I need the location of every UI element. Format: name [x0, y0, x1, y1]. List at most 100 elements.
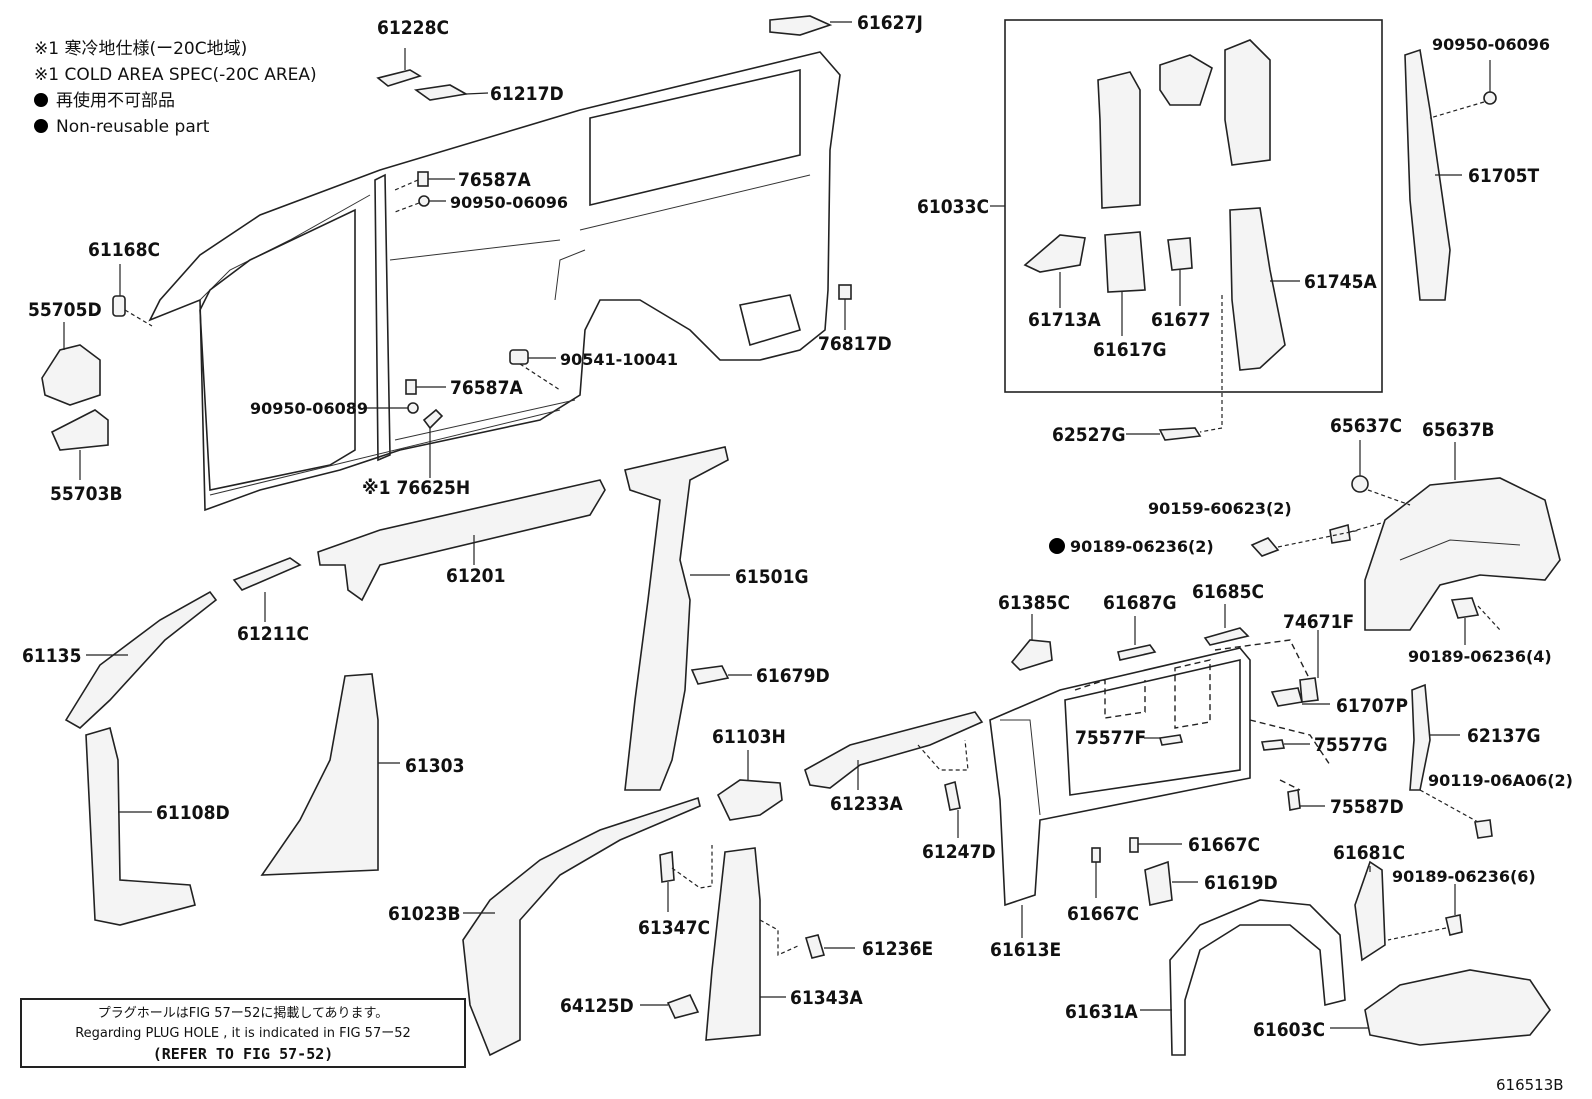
liner-61631a	[1140, 899, 1346, 1056]
plug-note-en: Regarding PLUG HOLE , it is indicated in…	[75, 1026, 411, 1041]
non-reusable-dot-icon	[34, 93, 48, 107]
fastener-76587a-2	[405, 379, 446, 395]
label-90541-10041: 90541-10041	[560, 350, 678, 369]
label-61347c: 61347C	[638, 917, 710, 939]
non-reusable-dot-icon	[34, 119, 48, 133]
bracket-61103h	[716, 750, 783, 821]
label-61745a: 61745A	[1304, 271, 1377, 293]
figure-id: 616513B	[1496, 1076, 1564, 1094]
label-61681c: 61681C	[1333, 842, 1405, 864]
label-61201: 61201	[446, 565, 505, 587]
label-61236e: 61236E	[862, 938, 933, 960]
label-76587a-1: 76587A	[458, 169, 531, 191]
label-61211c: 61211C	[237, 623, 309, 645]
pillar-61343a	[705, 847, 786, 1041]
label-61168c: 61168C	[88, 239, 160, 261]
bracket-62527g	[1126, 427, 1202, 441]
pillar-61108d	[85, 726, 196, 926]
clip-90189-06236-4	[1450, 597, 1501, 645]
label-61713a: 61713A	[1028, 309, 1101, 331]
clip-75577g	[1260, 739, 1310, 751]
label-61617g: 61617G	[1093, 339, 1167, 361]
bracket-61385c	[1010, 614, 1053, 671]
panel-55703b	[50, 409, 109, 480]
fastener-90950-06089	[365, 402, 419, 414]
label-61687g: 61687G	[1103, 592, 1177, 614]
label-65637b: 65637B	[1422, 419, 1495, 441]
label-76817d: 76817D	[818, 333, 892, 355]
label-74671f: 74671F	[1283, 611, 1354, 633]
liner-65637b	[1364, 442, 1561, 631]
pillar-61023b	[462, 796, 701, 1057]
non-reusable-note-jp: 再使用不可部品	[34, 88, 317, 114]
label-75577f: 75577F	[1075, 727, 1146, 749]
label-61343a: 61343A	[790, 987, 863, 1009]
bracket-61685c	[1203, 604, 1250, 646]
label-90950-06096-1: 90950-06096	[450, 193, 568, 212]
label-90950-06089: 90950-06089	[250, 399, 368, 418]
grommet-90541-10041	[509, 349, 561, 391]
rail-61135	[64, 590, 218, 729]
label-61627j: 61627J	[857, 12, 923, 34]
dashed-group-inner	[1074, 639, 1331, 791]
label-90189-06236-6: 90189-06236(6)	[1392, 867, 1536, 886]
panel-inner-61613e	[989, 647, 1251, 938]
fastener-90950-06096-2	[1429, 60, 1497, 119]
label-61103h: 61103H	[712, 726, 786, 748]
label-61619d: 61619D	[1204, 872, 1278, 894]
label-61501g: 61501G	[735, 566, 809, 588]
label-90950-06096-2: 90950-06096	[1432, 35, 1550, 54]
label-61613e: 61613E	[990, 939, 1061, 961]
label-61705t: 61705T	[1468, 165, 1539, 187]
part-labels: 61228C 61627J 61217D 76587A 90950-06096 …	[22, 12, 1573, 1041]
clip-61228c	[376, 69, 422, 87]
bracket-61247d	[944, 780, 961, 838]
rail-61211c	[232, 557, 302, 622]
bracket-61347c	[659, 850, 675, 912]
label-62137g: 62137G	[1467, 725, 1541, 747]
label-55703b: 55703B	[50, 483, 123, 505]
clip-61667c-1	[1129, 837, 1182, 853]
bracket-74671f	[1299, 630, 1319, 703]
label-75587d: 75587D	[1330, 796, 1404, 818]
plug-61168c	[112, 264, 153, 327]
label-90119-06a06: 90119-06A06(2)	[1428, 771, 1573, 790]
label-61023b: 61023B	[388, 903, 461, 925]
panel-55705d	[41, 322, 101, 406]
part-76625h	[422, 408, 444, 478]
clip-61667c-2	[1091, 847, 1101, 898]
label-61667c-2: 61667C	[1067, 903, 1139, 925]
label-76625h: ※1 76625H	[362, 477, 470, 499]
label-65637c: 65637C	[1330, 415, 1402, 437]
label-55705d: 55705D	[28, 299, 102, 321]
bracket-61679d	[690, 665, 752, 685]
label-61603c: 61603C	[1253, 1019, 1325, 1041]
bracket-64125d	[640, 993, 700, 1019]
label-61667c-1: 61667C	[1188, 834, 1260, 856]
fastener-90950-06096-1	[418, 195, 446, 207]
clip-75577f	[1144, 734, 1184, 746]
rail-61201	[317, 479, 606, 602]
fastener-76587a-1	[417, 171, 455, 187]
clip-75587d	[1287, 789, 1325, 811]
bracket-61681c	[1354, 860, 1386, 962]
bolt-90119-06a06	[1419, 789, 1493, 839]
label-61033c: 61033C	[917, 196, 989, 218]
clip-76817d	[838, 284, 852, 330]
bracket-61707p	[1270, 687, 1330, 707]
plug-note-refer: (REFER TO FIG 57-52)	[152, 1045, 334, 1063]
plug-note-jp: プラグホールはFIG 57ー52に掲載してあります。	[97, 1006, 389, 1021]
bracket-61236e	[804, 934, 855, 959]
non-reusable-dot-icon	[1049, 538, 1065, 554]
clip-90189-06236-2	[1250, 529, 1361, 557]
rail-61233a	[804, 711, 984, 790]
label-64125d: 64125D	[560, 995, 634, 1017]
label-62527g: 62527G	[1052, 424, 1126, 446]
label-75577g: 75577G	[1314, 734, 1388, 756]
bracket-61627j	[769, 15, 852, 36]
plug-hole-note: プラグホールはFIG 57ー52に掲載してあります。 Regarding PLU…	[20, 998, 466, 1068]
label-61385c: 61385C	[998, 592, 1070, 614]
label-61707p: 61707P	[1336, 695, 1408, 717]
